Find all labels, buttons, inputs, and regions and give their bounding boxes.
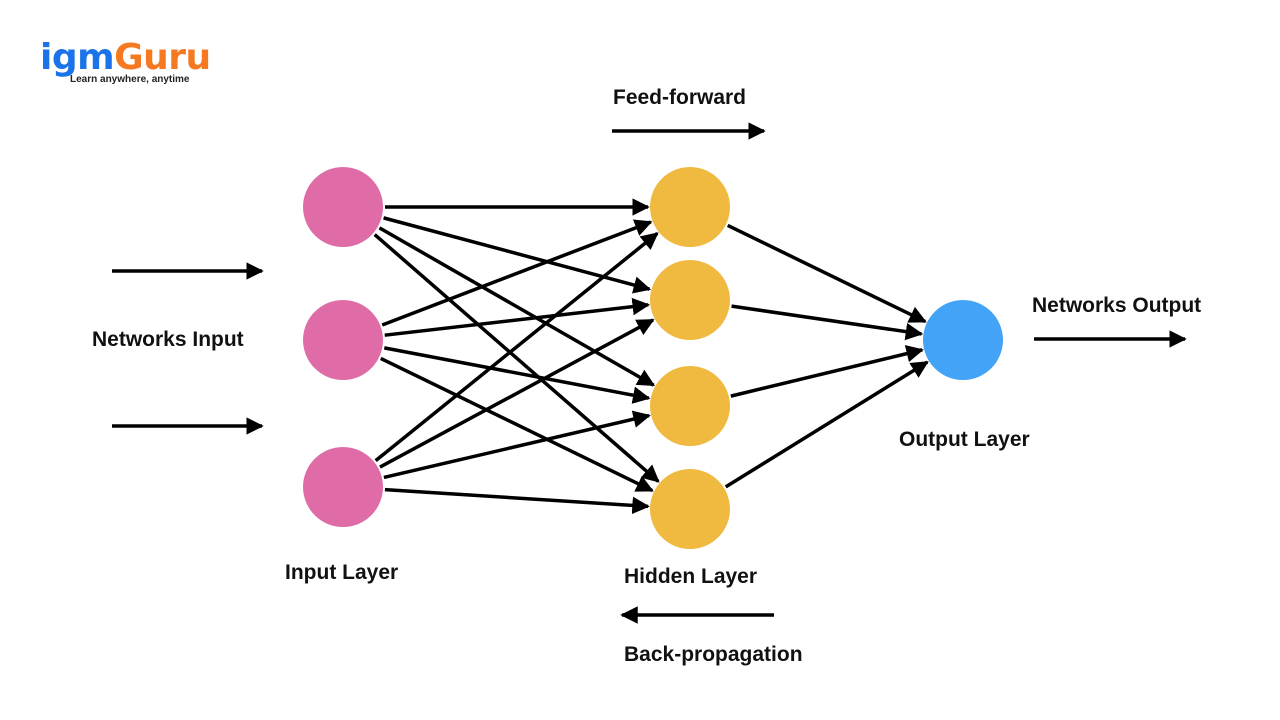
feed-forward-label: Feed-forward <box>613 86 747 109</box>
input-neuron-3 <box>303 447 383 527</box>
networks-input-label: Networks Input <box>92 328 244 351</box>
edge-input-1-to-hidden-4 <box>373 233 660 483</box>
connections <box>373 198 929 515</box>
logo-part-igm: igm <box>40 37 115 78</box>
hidden-neuron-3 <box>650 366 730 446</box>
neurons <box>303 167 1003 549</box>
edge-input-2-to-hidden-4 <box>379 356 654 493</box>
input-neuron-1 <box>303 167 383 247</box>
networks-output-label: Networks Output <box>1032 294 1202 317</box>
edge-input-3-to-hidden-4 <box>384 487 650 515</box>
hidden-neuron-4 <box>650 469 730 549</box>
logo-tagline: Learn anywhere, anytime <box>70 74 190 85</box>
output-layer-label: Output Layer <box>899 428 1030 451</box>
input-layer-label: Input Layer <box>285 561 399 584</box>
input-neuron-2 <box>303 300 383 380</box>
edge-hidden-2-to-output-1 <box>731 304 924 341</box>
edge-input-1-to-hidden-3 <box>378 226 656 387</box>
back-propagation-label: Back-propagation <box>624 643 803 666</box>
edge-input-3-to-hidden-2 <box>379 318 655 469</box>
brand-logo: igmGuru Learn anywhere, anytime <box>40 38 211 86</box>
edge-input-2-to-hidden-2 <box>384 297 651 337</box>
edge-input-3-to-hidden-1 <box>374 232 659 462</box>
hidden-layer-label: Hidden Layer <box>624 565 758 588</box>
edge-input-2-to-hidden-3 <box>383 346 651 404</box>
logo-wordmark: igmGuru <box>40 38 211 78</box>
logo-part-guru: Guru <box>114 37 211 78</box>
hidden-neuron-1 <box>650 167 730 247</box>
edge-input-3-to-hidden-3 <box>383 410 651 480</box>
edge-hidden-1-to-output-1 <box>726 223 927 324</box>
flow-arrows <box>112 122 1187 624</box>
output-neuron-1 <box>923 300 1003 380</box>
edge-input-2-to-hidden-1 <box>381 219 653 327</box>
hidden-neuron-2 <box>650 260 730 340</box>
edge-hidden-3-to-output-1 <box>730 345 924 398</box>
edge-hidden-4-to-output-1 <box>724 360 929 489</box>
